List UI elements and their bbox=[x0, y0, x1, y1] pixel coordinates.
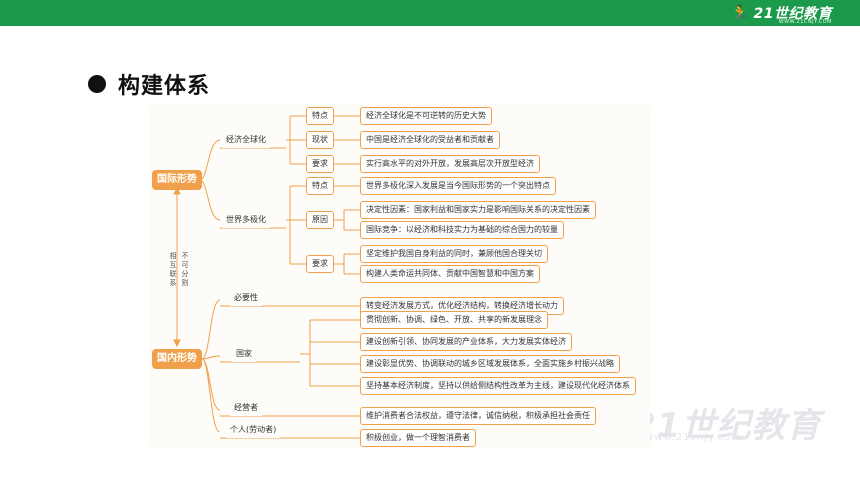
mindmap: 国际形势 国内形势 相互联系 不可分割 经济全球化 世界多极化 特点 经济全球化… bbox=[150, 104, 650, 448]
slide-heading: 构建体系 bbox=[88, 68, 210, 100]
text-multipolarity-requirement-1: 坚定维护我国自身利益的同时，兼顾他国合理关切 bbox=[360, 245, 548, 263]
bullet-icon bbox=[88, 75, 106, 93]
node-multipolarity: 世界多极化 bbox=[222, 212, 270, 228]
text-globalization-status: 中国是经济全球化的受益者和贡献者 bbox=[360, 131, 500, 149]
label-globalization-requirement: 要求 bbox=[306, 155, 334, 173]
node-individual: 个人(劳动者) bbox=[226, 422, 281, 438]
text-multipolarity-requirement-2: 构建人类命运共同体、贡献中国智慧和中国方案 bbox=[360, 265, 540, 283]
node-globalization: 经济全球化 bbox=[222, 132, 270, 148]
watermark-logo: 21世纪教育 bbox=[632, 406, 822, 446]
header-bar: 🏃 21世纪教育 WWW.21CNJY.COM bbox=[0, 0, 860, 26]
mindmap-connectors bbox=[173, 115, 360, 439]
text-multipolarity-cause-2: 国际竞争：以经济和科技实力为基础的综合国力的较量 bbox=[360, 221, 564, 239]
text-state-2: 建设创新引领、协同发展的产业体系，大力发展实体经济 bbox=[360, 333, 572, 351]
text-individual: 积极创业，做一个理智消费者 bbox=[360, 429, 476, 447]
node-necessity: 必要性 bbox=[230, 290, 262, 306]
label-globalization-status: 现状 bbox=[306, 131, 334, 149]
node-domestic-situation: 国内形势 bbox=[152, 349, 202, 369]
node-operator: 经营者 bbox=[230, 400, 262, 416]
relation-label-right: 不可分割 bbox=[181, 252, 189, 288]
logo-subtext: WWW.21CNJY.COM bbox=[778, 19, 832, 25]
text-operator: 维护消费者合法权益，遵守法律，诚信纳税，积极承担社会责任 bbox=[360, 407, 596, 425]
relation-label-left: 相互联系 bbox=[169, 252, 177, 288]
runner-icon: 🏃 bbox=[730, 4, 750, 22]
label-multipolarity-cause: 原因 bbox=[306, 211, 334, 229]
watermark-url: www.21cnjy.com bbox=[645, 432, 743, 443]
text-state-4: 坚持基本经济制度，坚持以供给侧结构性改革为主线，建设现代化经济体系 bbox=[360, 377, 636, 395]
label-multipolarity-trait: 特点 bbox=[306, 177, 334, 195]
text-globalization-requirement: 实行高水平的对外开放，发展高层次开放型经济 bbox=[360, 155, 540, 173]
text-globalization-trait: 经济全球化是不可逆转的历史大势 bbox=[360, 107, 492, 125]
brand-logo: 🏃 21世纪教育 WWW.21CNJY.COM bbox=[730, 3, 832, 25]
node-state: 国家 bbox=[232, 346, 256, 362]
logo-text: 21世纪教育 bbox=[753, 6, 832, 22]
text-state-1: 贯彻创新、协调、绿色、开放、共享的新发展理念 bbox=[360, 311, 548, 329]
label-multipolarity-requirement: 要求 bbox=[306, 255, 334, 273]
text-multipolarity-cause-1: 决定性因素：国家利益和国家实力是影响国际关系的决定性因素 bbox=[360, 201, 596, 219]
page-title: 构建体系 bbox=[118, 74, 211, 99]
label-globalization-trait: 特点 bbox=[306, 107, 334, 125]
text-state-3: 建设彰显优势、协调联动的城乡区域发展体系，全面实施乡村振兴战略 bbox=[360, 355, 620, 373]
node-international-situation: 国际形势 bbox=[152, 170, 202, 190]
text-multipolarity-trait: 世界多极化深入发展是当今国际形势的一个突出特点 bbox=[360, 177, 556, 195]
